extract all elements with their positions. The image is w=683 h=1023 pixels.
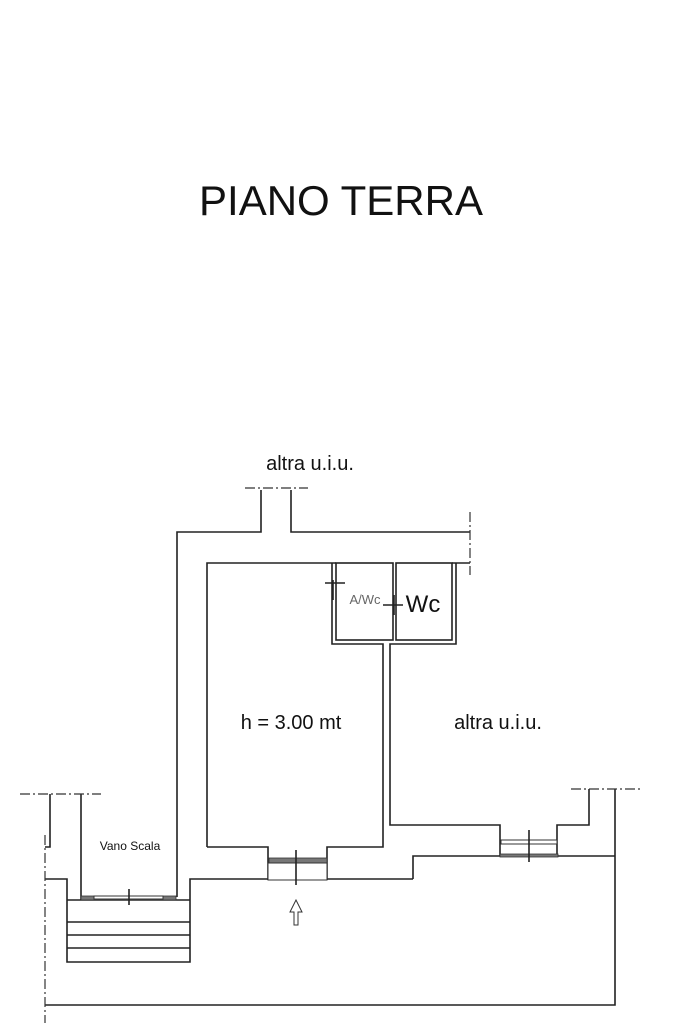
label-wc: Wc: [406, 591, 441, 618]
plan-title: PIANO TERRA: [199, 177, 483, 224]
boundary-lines: [20, 487, 640, 1023]
entrance-arrow-icon: [289, 898, 303, 926]
label-top-unit: altra u.i.u.: [266, 453, 354, 475]
walls: [45, 490, 616, 1006]
windows-doors: [80, 580, 559, 905]
label-right-unit: altra u.i.u.: [454, 712, 542, 734]
label-antibagno: A/Wc: [349, 592, 381, 607]
label-stair: Vano Scala: [100, 839, 161, 853]
label-room-height: h = 3.00 mt: [241, 712, 342, 734]
